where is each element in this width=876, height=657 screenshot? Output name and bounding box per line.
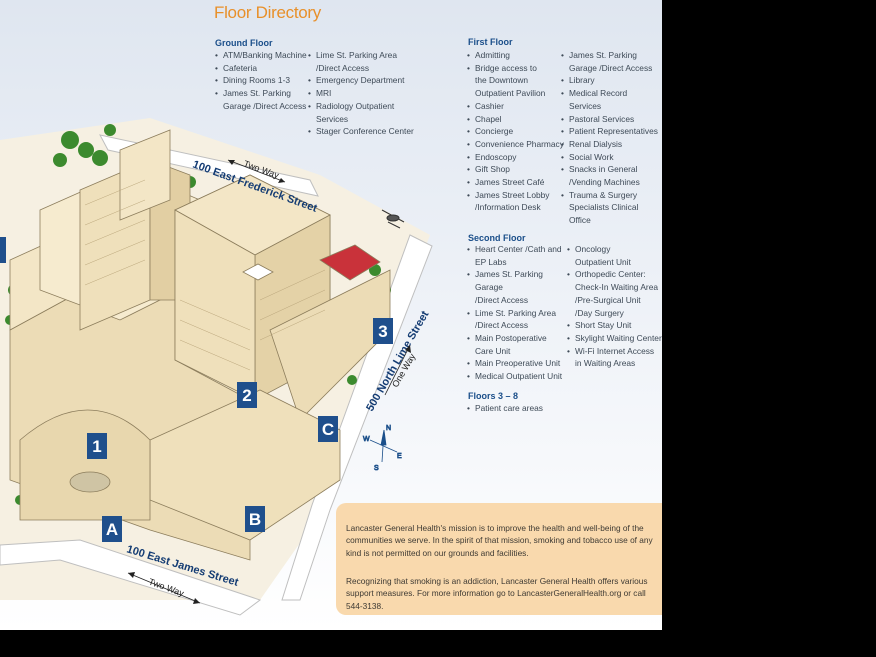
directory-item: Trauma & Surgery Specialists Clinical Of… <box>560 189 662 227</box>
directory-item: Lime St. Parking Area /Direct Access <box>307 49 417 74</box>
parking-marker-a[interactable]: A <box>102 516 122 542</box>
directory-item: Main Postoperative Care Unit <box>466 332 572 357</box>
ground-floor-list-1: ATM/Banking MachineCafeteriaDining Rooms… <box>214 49 310 113</box>
directory-item: Snacks in General /Vending Machines <box>560 163 662 188</box>
ground-floor-list-2: Lime St. Parking Area /Direct AccessEmer… <box>307 49 417 138</box>
entrance-marker-partial[interactable] <box>0 237 6 263</box>
compass-w: W <box>363 436 370 443</box>
directory-item: Oncology Outpatient Unit <box>566 243 662 268</box>
compass-icon: N E S W <box>363 425 403 473</box>
directory-item: Chapel <box>466 113 566 126</box>
directory-item: Short Stay Unit <box>566 319 662 332</box>
directory-item: Heart Center /Cath and EP Labs <box>466 243 572 268</box>
page-title: Floor Directory <box>214 3 321 22</box>
directory-item: Social Work <box>560 151 662 164</box>
directory-item: Dining Rooms 1-3 <box>214 74 310 87</box>
directory-item: Admitting <box>466 49 566 62</box>
mission-statement-box: Lancaster General Health's mission is to… <box>336 503 662 615</box>
directory-item: Bridge access to the Downtown Outpatient… <box>466 62 566 100</box>
directory-item: James Street Café <box>466 176 566 189</box>
directory-item: Lime St. Parking Area /Direct Access <box>466 307 572 332</box>
directory-item: Main Preoperative Unit <box>466 357 572 370</box>
directory-item: Convenience Pharmacy <box>466 138 566 151</box>
directory-item: ATM/Banking Machine <box>214 49 310 62</box>
compass-e: E <box>397 453 402 460</box>
directory-item: Skylight Waiting Center <box>566 332 662 345</box>
directory-item: Radiology Outpatient Services <box>307 100 417 125</box>
first-floor-list-2: James St. Parking Garage /Direct AccessL… <box>560 49 662 227</box>
parking-marker-c-label: C <box>322 420 334 439</box>
parking-marker-c[interactable]: C <box>318 416 338 442</box>
parking-marker-b-label: B <box>249 510 261 529</box>
directory-item: Concierge <box>466 125 566 138</box>
helicopter-icon <box>381 209 405 229</box>
floors-3-8-heading: Floors 3 – 8 <box>468 391 519 401</box>
directory-item: James St. Parking Garage /Direct Access <box>560 49 662 74</box>
entrance-marker-2[interactable]: 2 <box>237 382 257 408</box>
directory-item: Renal Dialysis <box>560 138 662 151</box>
mission-paragraph-1: Lancaster General Health's mission is to… <box>346 523 653 558</box>
parking-marker-b[interactable]: B <box>245 506 265 532</box>
second-floor-heading: Second Floor <box>468 233 526 243</box>
directory-item: Gift Shop <box>466 163 566 176</box>
directory-item: Patient Representatives <box>560 125 662 138</box>
directory-item: Cashier <box>466 100 566 113</box>
directory-item: Emergency Department <box>307 74 417 87</box>
hospital-buildings <box>9 129 391 561</box>
compass-s: S <box>374 465 379 472</box>
directory-item: Orthopedic Center: Check-In Waiting Area… <box>566 268 662 319</box>
directory-item: Pastoral Services <box>560 113 662 126</box>
entrance-marker-2-label: 2 <box>242 386 251 405</box>
directory-item: James St. Parking Garage /Direct Access <box>214 87 310 112</box>
mission-paragraph-2: Recognizing that smoking is an addiction… <box>346 576 648 611</box>
directory-item: Cafeteria <box>214 62 310 75</box>
entrance-marker-3-label: 3 <box>378 322 387 341</box>
first-floor-heading: First Floor <box>468 37 513 47</box>
directory-item: Medical Outpatient Unit <box>466 370 572 383</box>
floors-3-8-list: Patient care areas <box>466 402 586 415</box>
directory-item: Wi-Fi Internet Access in Waiting Areas <box>566 345 662 370</box>
second-floor-list-1: Heart Center /Cath and EP LabsJames St. … <box>466 243 572 383</box>
parking-marker-a-label: A <box>106 520 118 539</box>
entrance-marker-1[interactable]: 1 <box>87 433 107 459</box>
directory-item: Medical Record Services <box>560 87 662 112</box>
entrance-marker-1-label: 1 <box>92 437 101 456</box>
campus-map: 100 East Frederick Street 500 North Lime… <box>0 118 433 616</box>
first-floor-list-1: AdmittingBridge access to the Downtown O… <box>466 49 566 214</box>
directory-item: MRI <box>307 87 417 100</box>
directory-item: Library <box>560 74 662 87</box>
ground-floor-heading: Ground Floor <box>215 38 273 48</box>
directory-item: James St. Parking Garage /Direct Access <box>466 268 572 306</box>
building-windows <box>84 179 326 371</box>
directory-item: Endoscopy <box>466 151 566 164</box>
directory-item: James Street Lobby /Information Desk <box>466 189 566 214</box>
entrance-marker-3[interactable]: 3 <box>373 318 393 344</box>
second-floor-list-2: Oncology Outpatient UnitOrthopedic Cente… <box>566 243 662 370</box>
directory-item: Patient care areas <box>466 402 586 415</box>
compass-n: N <box>386 425 391 432</box>
directory-item: Stager Conference Center <box>307 125 417 138</box>
hospital-directory-poster: 100 East Frederick Street 500 North Lime… <box>0 0 662 630</box>
